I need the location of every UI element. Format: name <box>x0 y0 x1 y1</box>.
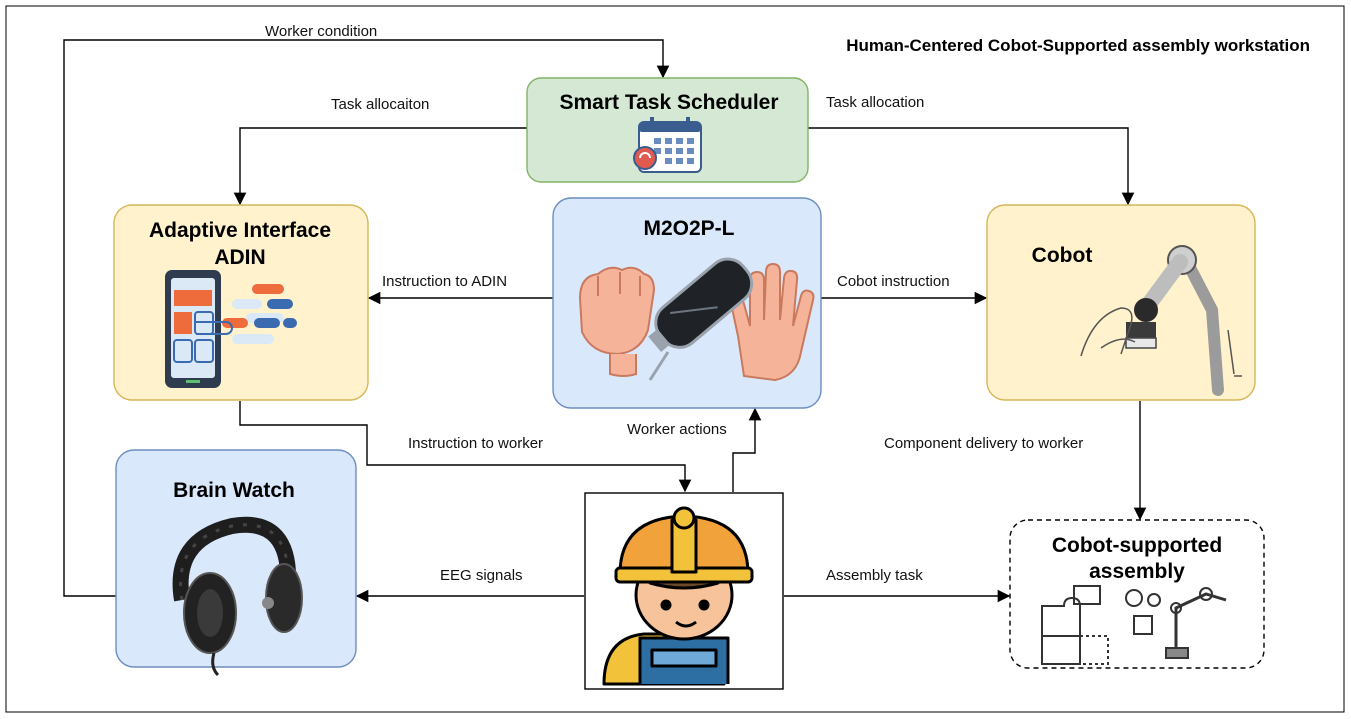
node-brain-watch: Brain Watch <box>115 449 357 677</box>
robot-arm-icon <box>1080 245 1242 396</box>
adin-label-line2: ADIN <box>214 246 265 269</box>
m2o2p-label: M2O2P-L <box>643 217 734 240</box>
label-instruction-to-worker: Instruction to worker <box>408 435 543 452</box>
node-smart-task-scheduler: Smart Task Scheduler <box>526 77 809 183</box>
label-cobot-instruction: Cobot instruction <box>837 273 950 290</box>
assembly-label-line1: Cobot-supported <box>1052 534 1222 557</box>
edge-task-allocation-right <box>808 127 1135 206</box>
brainwatch-label: Brain Watch <box>173 479 295 502</box>
node-adaptive-interface: Adaptive Interface ADIN <box>113 204 369 401</box>
scheduler-label: Smart Task Scheduler <box>559 91 778 114</box>
label-worker-condition: Worker condition <box>265 23 377 40</box>
edge-task-allocation-left <box>233 127 527 206</box>
label-instruction-to-adin: Instruction to ADIN <box>382 273 507 290</box>
puzzle-and-robot-icon <box>1041 585 1227 665</box>
mobile-interface-icon <box>165 270 297 388</box>
edge-worker-condition <box>63 39 670 597</box>
node-worker <box>584 492 784 690</box>
label-task-allocation-right: Task allocation <box>826 94 924 111</box>
label-assembly-task: Assembly task <box>826 567 923 584</box>
node-m2o2p-l: M2O2P-L <box>552 197 822 409</box>
label-component-delivery: Component delivery to worker <box>884 435 1083 452</box>
cobot-label: Cobot <box>1032 244 1093 267</box>
edges <box>63 39 1147 603</box>
diagram-title: Human-Centered Cobot-Supported assembly … <box>846 36 1310 55</box>
hands-and-sensor-icon <box>578 257 815 382</box>
worker-icon <box>602 506 754 686</box>
edge-worker-actions <box>732 407 762 492</box>
node-cobot-supported-assembly: Cobot-supported assembly <box>1009 519 1265 669</box>
assembly-label-line2: assembly <box>1089 560 1185 583</box>
label-eeg-signals: EEG signals <box>440 567 523 584</box>
node-cobot: Cobot <box>986 204 1256 401</box>
edge-labels: Worker condition Task allocaiton Task al… <box>265 23 1083 584</box>
eeg-headset-icon <box>172 516 303 677</box>
label-task-allocation-left: Task allocaiton <box>331 96 429 113</box>
calendar-icon <box>633 117 702 173</box>
label-worker-actions: Worker actions <box>627 421 727 438</box>
adin-label-line1: Adaptive Interface <box>149 219 331 242</box>
edge-instruction-to-worker <box>239 401 692 493</box>
